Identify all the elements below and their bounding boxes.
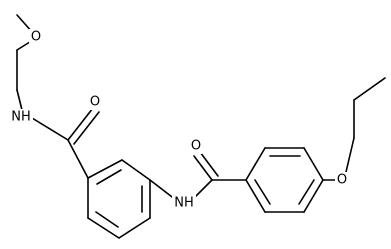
bond-carbonyl2-o-a <box>193 155 213 181</box>
ring1-bond-2 <box>121 159 151 181</box>
bond-ring1-nh <box>149 179 177 201</box>
ring2-double-2 <box>298 179 315 205</box>
atom-amide1-nh: NH <box>11 110 31 125</box>
atom-amide2-oxygen: O <box>191 139 201 154</box>
ring2-bond-3 <box>303 147 324 181</box>
ring1-bond-5 <box>87 217 120 239</box>
bonds <box>16 14 386 239</box>
ring1-bond-4 <box>118 217 151 239</box>
bond-carbonyl1-ring1 <box>67 139 89 179</box>
ring2-bond-1 <box>245 147 266 181</box>
bond-carbonyl1-o-b <box>73 111 100 145</box>
bond-o-ch2-propyl <box>345 137 355 173</box>
ring2-bond-6 <box>245 179 266 213</box>
ring2-bond-4 <box>303 179 324 213</box>
bond-ch2-ch3-propyl <box>353 77 386 101</box>
ring1-double-1 <box>96 169 122 185</box>
ring1-bond-1 <box>87 159 123 179</box>
atom-labels: O O NH NH O O <box>9 29 348 211</box>
atom-ether-oxygen: O <box>337 173 347 188</box>
bond-carbonyl1-o-a <box>67 107 94 141</box>
bond-nh-carbonyl2 <box>193 179 213 199</box>
bond-carbonyl2-o-b <box>199 151 219 177</box>
atom-amide1-oxygen: O <box>90 95 100 110</box>
bond-ch2-nh <box>16 89 23 111</box>
bond-nh-carbonyl <box>31 117 69 141</box>
atom-amide2-nh: NH <box>174 196 194 211</box>
ring2-double-3 <box>254 179 271 205</box>
ring1-double-3 <box>95 211 119 228</box>
atom-methoxy-oxygen: O <box>31 30 41 45</box>
